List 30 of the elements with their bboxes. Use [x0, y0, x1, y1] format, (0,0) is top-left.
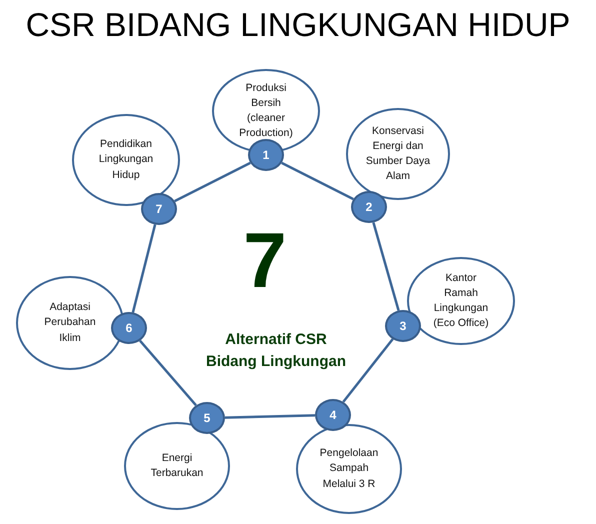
number-label: 3	[400, 319, 406, 333]
number-circle	[189, 402, 225, 434]
number-circle	[111, 312, 147, 344]
topic-label: Kantor Ramah Lingkungan (Eco Office)	[432, 270, 490, 332]
number-circle	[315, 399, 351, 431]
number-label: 4	[330, 408, 336, 422]
connector-line	[372, 222, 400, 311]
topic-label: Pengelolaan Sampah Melalui 3 R	[318, 446, 380, 492]
connector-line	[342, 338, 394, 403]
number-circle	[385, 310, 421, 342]
number-label: 2	[366, 200, 372, 214]
big-number: 7	[242, 221, 288, 300]
number-label: 6	[126, 321, 132, 335]
topic-label: Energi Terbarukan	[150, 450, 204, 481]
topic-label: Adaptasi Perubahan Iklim	[43, 300, 97, 346]
number-label: 5	[204, 411, 210, 425]
center-caption: Alternatif CSR Bidang Lingkungan	[205, 330, 347, 372]
number-label: 1	[262, 148, 270, 162]
title: CSR BIDANG LINGKUNGAN HIDUP	[24, 6, 572, 44]
connector-line	[139, 340, 197, 406]
connector-line	[224, 414, 316, 419]
connector-line	[281, 162, 354, 200]
topic-label: Pendidikan Lingkungan Hidup	[98, 137, 154, 183]
topic-label: Produksi Bersih (cleaner Production)	[238, 80, 294, 142]
connector-line	[132, 224, 156, 313]
number-circle	[351, 191, 387, 223]
connector-line	[174, 162, 251, 202]
number-circle	[141, 193, 177, 225]
number-label: 7	[156, 202, 162, 216]
topic-label: Konservasi Energi dan Sumber Daya Alam	[364, 124, 432, 184]
